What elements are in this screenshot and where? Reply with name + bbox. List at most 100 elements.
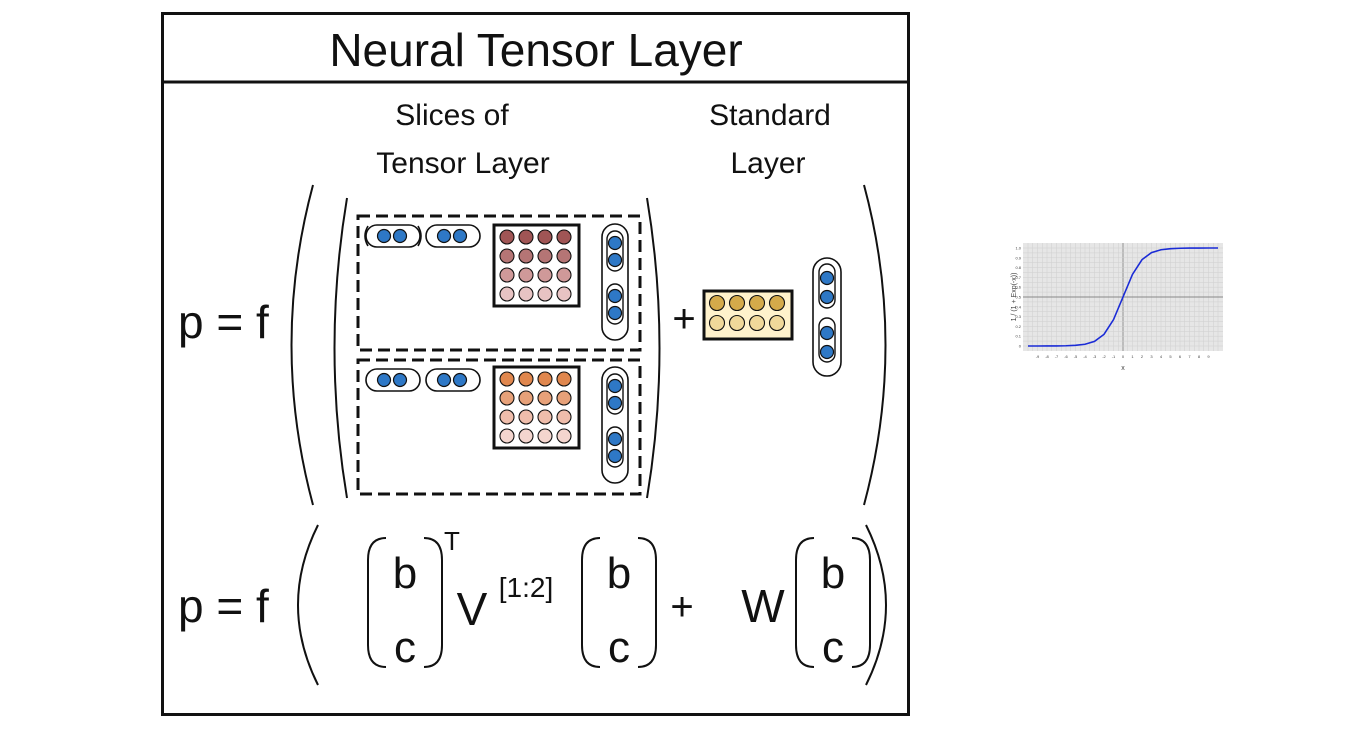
neuron <box>392 228 408 244</box>
eq2-outer-paren-left <box>297 524 319 686</box>
x-tick-label: -9 <box>1036 354 1040 359</box>
y-tick-label: 0.1 <box>1015 334 1021 339</box>
eq1-outer-paren-right <box>863 184 887 506</box>
weight-neuron <box>499 409 515 425</box>
neuron <box>607 288 623 304</box>
y-tick-label: 0.5 <box>1015 295 1021 300</box>
x-tick-label: 4 <box>1160 354 1163 359</box>
eq1-inner-paren-right <box>646 197 661 499</box>
weight-neuron <box>518 409 534 425</box>
neuron <box>607 252 623 268</box>
plot-xlabel: x <box>1121 365 1125 372</box>
weight-neuron <box>537 248 553 264</box>
tensor-V: V <box>457 583 488 635</box>
y-tick-label: 0 <box>1019 344 1022 349</box>
slice1-output-vector <box>601 223 629 341</box>
slice1-weight-grid <box>499 229 572 302</box>
neuron <box>607 235 623 251</box>
tensor-header-line2: Tensor Layer <box>376 147 549 180</box>
weight-neuron <box>518 371 534 387</box>
x-tick-label: 6 <box>1179 354 1182 359</box>
slice1-input-vector-b <box>364 224 422 248</box>
weight-neuron <box>556 248 572 264</box>
diagram-title: Neural Tensor Layer <box>329 24 742 76</box>
vec2-top: b <box>607 549 631 598</box>
neuron <box>819 344 835 360</box>
weight-neuron <box>556 286 572 302</box>
x-tick-label: -1 <box>1112 354 1116 359</box>
eq1-plus: + <box>672 297 695 341</box>
x-tick-label: -4 <box>1083 354 1087 359</box>
neuron <box>376 372 392 388</box>
weight-neuron <box>499 428 515 444</box>
neuron <box>819 325 835 341</box>
weight-neuron <box>748 314 766 332</box>
neuron <box>607 448 623 464</box>
plot-grid <box>1023 243 1223 351</box>
weight-neuron <box>537 428 553 444</box>
weight-neuron <box>768 294 786 312</box>
eq2-lhs: p = f <box>178 580 269 632</box>
weight-neuron <box>518 248 534 264</box>
weight-neuron <box>499 248 515 264</box>
weight-neuron <box>499 390 515 406</box>
tensor-slice-1-box <box>356 214 642 352</box>
weight-neuron <box>556 371 572 387</box>
tensor-V-superscript: [1:2] <box>499 572 553 603</box>
standard-input-vector <box>812 257 842 377</box>
y-tick-label: 0.7 <box>1015 275 1021 280</box>
slice2-input-vector-c <box>425 368 481 392</box>
x-tick-label: 5 <box>1169 354 1172 359</box>
x-tick-label: 9 <box>1207 354 1210 359</box>
x-tick-label: 7 <box>1188 354 1191 359</box>
standard-header-line1: Standard <box>709 99 831 132</box>
weight-neuron <box>556 428 572 444</box>
neuron <box>607 305 623 321</box>
weight-neuron <box>499 286 515 302</box>
x-tick-label: 8 <box>1198 354 1201 359</box>
plot-ylabel: 1 / (1 + Exp(-x)) <box>1011 273 1018 322</box>
slice1-input-vector-c <box>425 224 481 248</box>
y-tick-label: 0.9 <box>1015 255 1021 260</box>
weight-neuron <box>537 229 553 245</box>
tensor-slice-2-box <box>356 358 642 496</box>
slice2-input-vector-b <box>365 368 421 392</box>
weight-neuron <box>518 390 534 406</box>
vec1-bracket-right <box>423 537 443 668</box>
weight-neuron <box>728 294 746 312</box>
weight-neuron <box>537 390 553 406</box>
diagram-frame <box>161 12 910 716</box>
weight-neuron <box>748 294 766 312</box>
neuron <box>819 270 835 286</box>
weight-neuron <box>768 314 786 332</box>
weight-neuron <box>708 314 726 332</box>
vec2-bracket-right <box>637 537 657 668</box>
y-tick-label: 0.4 <box>1015 304 1021 309</box>
weight-neuron <box>537 409 553 425</box>
standard-weight-grid <box>708 294 786 332</box>
vec3-top: b <box>821 549 845 598</box>
neuron <box>452 228 468 244</box>
weight-neuron <box>537 267 553 283</box>
eq2-outer-paren-right <box>865 524 887 686</box>
weight-neuron <box>556 229 572 245</box>
vec1-bracket-left <box>367 537 387 668</box>
y-tick-label: 0.6 <box>1015 285 1021 290</box>
x-tick-label: -8 <box>1045 354 1049 359</box>
x-tick-label: -2 <box>1102 354 1106 359</box>
weight-neuron <box>518 428 534 444</box>
weight-neuron <box>556 390 572 406</box>
transpose-symbol: T <box>444 526 460 556</box>
weight-neuron <box>518 286 534 302</box>
vec3-bottom: c <box>822 623 844 672</box>
standard-header-line2: Layer <box>730 147 805 180</box>
x-tick-label: -7 <box>1055 354 1059 359</box>
vec1-bottom: c <box>394 623 416 672</box>
x-tick-label: -3 <box>1093 354 1097 359</box>
weight-neuron <box>556 409 572 425</box>
slice2-weight-grid <box>499 371 572 444</box>
weight-W: W <box>741 580 785 632</box>
weight-neuron <box>708 294 726 312</box>
